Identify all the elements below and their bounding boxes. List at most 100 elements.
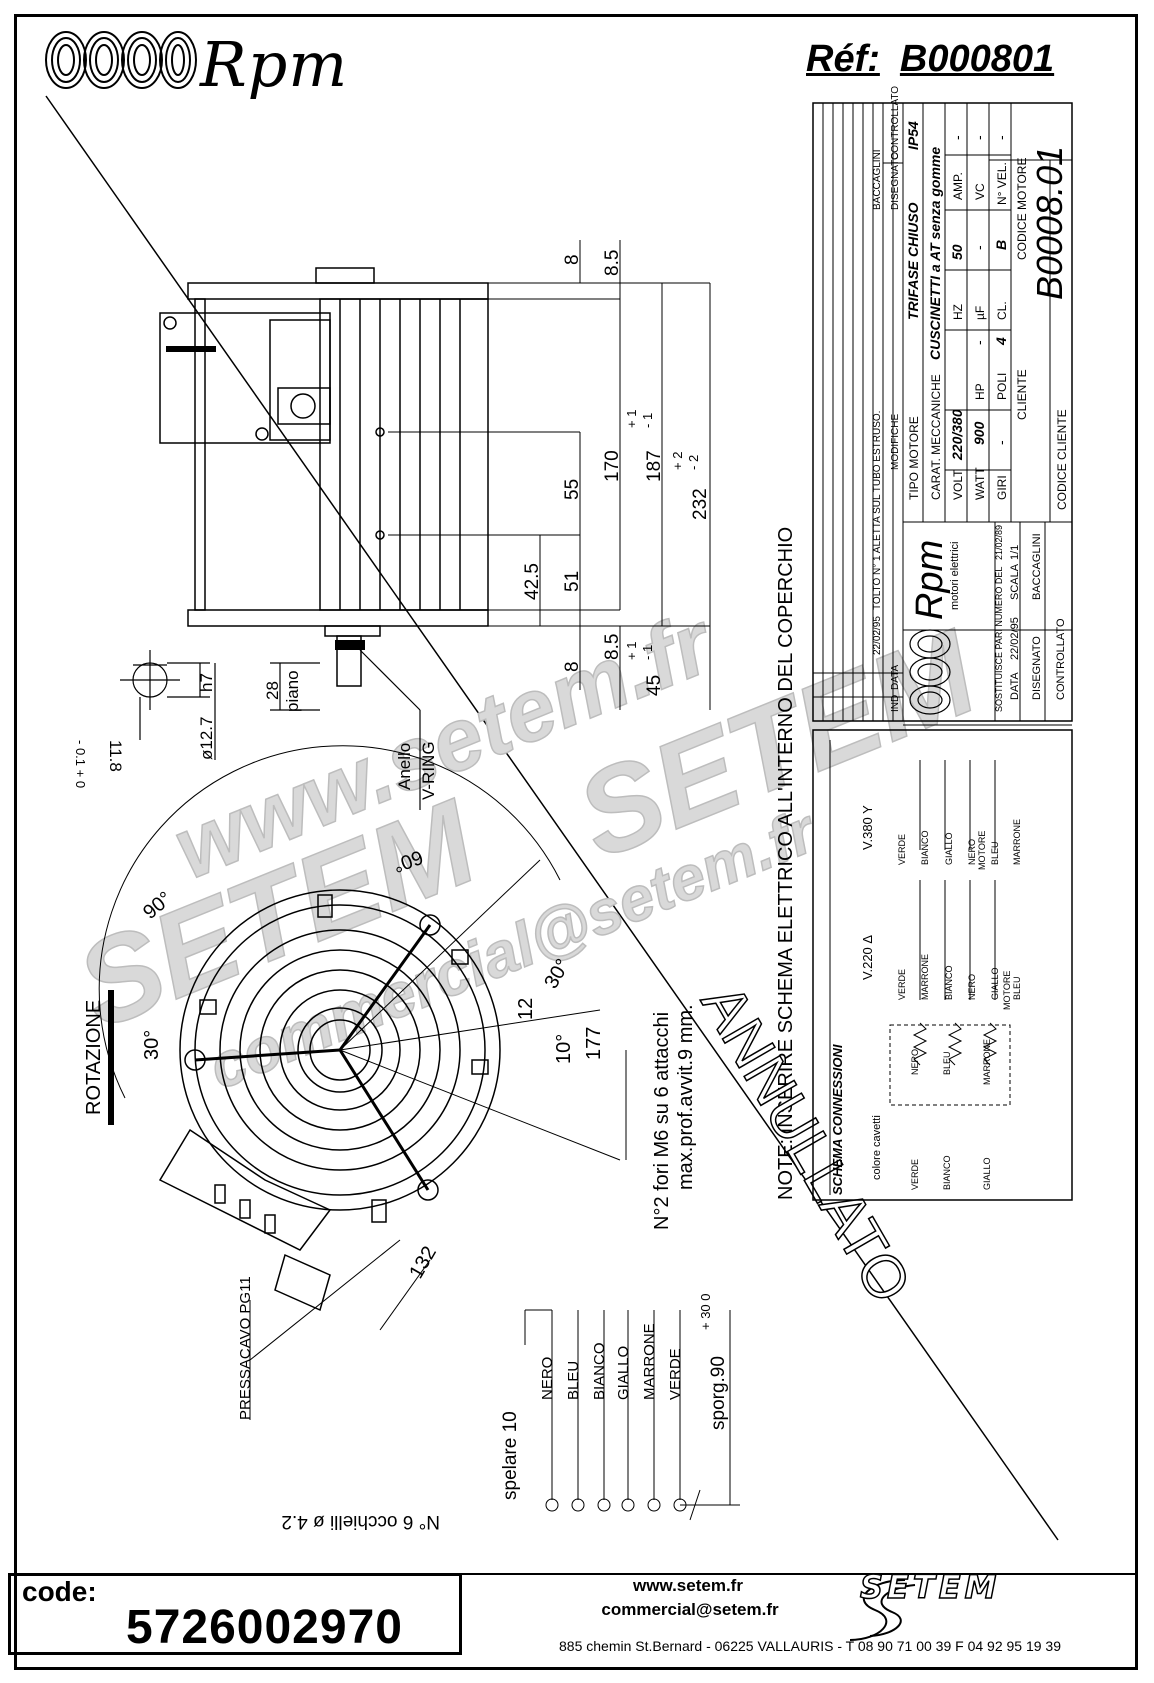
code-box <box>8 1573 462 1655</box>
ref-label: Réf: <box>806 38 880 80</box>
wire-label-verde: VERDE <box>667 1348 684 1400</box>
dim-170: 170 <box>602 450 623 482</box>
dim-187-tol-plus: + 1 <box>624 410 639 428</box>
wire-label-bleu: BLEU <box>565 1361 582 1400</box>
coil-bottom-2: BIANCO <box>942 1155 952 1190</box>
motor-front-view <box>98 745 561 1312</box>
angle-10: 10° <box>553 1034 575 1064</box>
nvel-value: - <box>993 135 1009 140</box>
hp-label: HP <box>973 383 987 400</box>
dim-232-tol-plus: + 2 <box>670 452 685 470</box>
hz-value: 50 <box>949 244 965 260</box>
coil-top-1: NERO <box>910 1049 920 1075</box>
v-ring-label: V-RING <box>419 741 438 800</box>
dim-177: 177 <box>583 1027 605 1060</box>
y-wire-6: MARRONE <box>1012 819 1022 865</box>
giri-label: GIRI <box>995 475 1009 500</box>
tipo-motore-label: TIPO MOTORE <box>907 416 921 500</box>
reference: Réf: B000801 <box>806 38 1054 81</box>
wire-label-nero: NERO <box>539 1357 556 1400</box>
scala-label: SCALA <box>1009 563 1021 600</box>
rev-date: 22/02/95 <box>872 616 883 655</box>
dim-8-5-bottom: 8.5 <box>602 634 623 660</box>
wire-harness <box>524 1309 740 1521</box>
volt-value: 220/380 <box>949 409 965 461</box>
coil-top-3: MARRONE <box>982 1039 992 1085</box>
dim-132: 132 <box>405 1243 441 1283</box>
poli-value: 4 <box>993 337 1009 346</box>
amp-value: - <box>949 135 965 140</box>
carat-value: CUSCINETTI a AT senza gomme <box>927 147 943 360</box>
d-wire-6: BLEU <box>1012 976 1022 1000</box>
sostituisce-label: SOSTITUISCE PARI NUMERO DEL <box>994 567 1004 712</box>
disegnato-value: BACCAGLINI <box>1031 533 1043 600</box>
codice-cliente-label: CODICE CLIENTE <box>1055 409 1069 510</box>
y-wire-5: BLEU <box>990 841 1000 865</box>
spelare-label: spelare 10 <box>500 1411 521 1500</box>
uf-value: - <box>971 245 987 250</box>
data-value: 22/02/95 <box>1009 617 1021 660</box>
ref-value: B000801 <box>899 38 1055 80</box>
angle-30-left: 30° <box>141 1030 163 1060</box>
dim-42-5: 42.5 <box>522 563 543 600</box>
dim-187-tol-minus: - 1 <box>640 413 655 428</box>
drawing-sheet <box>14 14 1138 1670</box>
vc-value: - <box>971 135 987 140</box>
address: 885 chemin St.Bernard - 06225 VALLAURIS … <box>559 1638 1061 1654</box>
code-value: 5726002970 <box>126 1601 403 1654</box>
y-wire-2: BIANCO <box>920 830 930 865</box>
y-wire-3: GIALLO <box>944 832 954 865</box>
wire-label-bianco: BIANCO <box>591 1342 608 1400</box>
cl-label: CL. <box>995 301 1009 320</box>
scala-value: 1/1 <box>1009 545 1021 560</box>
dim-55: 55 <box>562 479 583 500</box>
piano-label: piano <box>283 670 302 712</box>
dim-232: 232 <box>690 488 711 520</box>
email-link[interactable]: commercial@setem.fr <box>601 1600 779 1619</box>
website-link[interactable]: www.setem.fr <box>633 1576 743 1595</box>
occhielli-label: N° 6 occhielli ø 4.2 <box>281 1511 440 1532</box>
d-wire-4: NERO <box>967 974 977 1000</box>
uf-label: µF <box>973 306 987 320</box>
vc-label: VC <box>973 183 987 200</box>
tipo-motore-value: TRIFASE CHIUSO <box>905 202 921 320</box>
sporg-label: sporg.90 <box>708 1356 729 1430</box>
hp-value: - <box>971 340 987 345</box>
pressacavo-label: PRESSACAVO PG11 <box>237 1276 254 1420</box>
dim-11-8: 11.8 <box>106 740 125 772</box>
dim-45: 45 <box>644 675 665 696</box>
watt-label: WATT <box>973 467 987 500</box>
schema-title: SCHEMA CONNESSIONI <box>830 1044 845 1195</box>
max-depth-label: max.prof.avvit.9 mm. <box>675 1004 697 1190</box>
rev-mod-header: MODIFICHE <box>890 414 901 470</box>
codice-motore-label: CODICE MOTORE <box>1015 158 1029 260</box>
d-wire-2: MARRONE <box>920 954 930 1000</box>
shaft-detail <box>120 649 421 810</box>
d-wire-3: BIANCO <box>944 965 954 1000</box>
rotation-bar <box>108 990 114 1125</box>
rev-ind-header: IND <box>890 695 901 712</box>
rotazione-label: ROTAZIONE <box>83 1000 105 1115</box>
carat-label: CARAT. MECCANICHE <box>929 374 943 500</box>
title-block-logo-sub: motori elettrici <box>949 542 961 610</box>
coil-top-2: BLEU <box>942 1051 952 1075</box>
motor-side-view <box>159 267 489 687</box>
controllato-label: CONTROLLATO <box>1055 618 1067 700</box>
dim-d12-7: ø12.7 <box>197 717 216 760</box>
title-block-logo: Rpm <box>909 540 951 620</box>
rev-date-header: DATA <box>890 664 901 690</box>
d-wire-5: GIALLO <box>990 967 1000 1000</box>
y-wire-1: VERDE <box>897 834 907 865</box>
dim-8-5-top: 8.5 <box>602 250 623 276</box>
title-block-coil-logo <box>909 629 951 715</box>
schema-connessioni <box>829 740 1011 1195</box>
nvel-label: N° VEL. <box>995 162 1009 205</box>
sostituisce-date: 21/02/89 <box>994 525 1004 560</box>
v220-label: V.220 Δ <box>860 935 875 980</box>
sig-disegnato: DISEGNATO <box>890 152 901 210</box>
poli-label: POLI <box>995 373 1009 400</box>
volt-label: VOLT <box>951 469 965 500</box>
dim-11-8-tol: - 0.1 + 0 <box>73 740 88 788</box>
amp-label: AMP. <box>951 172 965 200</box>
